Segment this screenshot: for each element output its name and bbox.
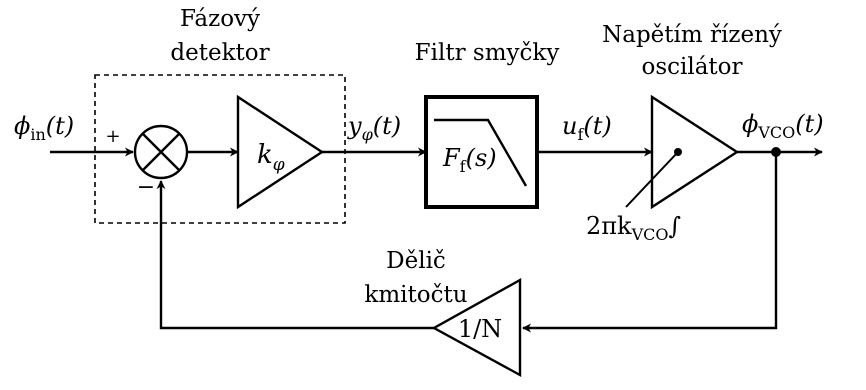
minus-sign: −: [137, 175, 155, 200]
feedback-down-wire: [522, 152, 778, 333]
divider-title-line1: Dělič: [386, 248, 446, 274]
filter-response-curve: [434, 118, 528, 187]
input-signal-label: ϕin(t): [14, 112, 74, 144]
output-signal-label: ϕVCO(t): [742, 110, 824, 142]
filter-tf-label: Ff(s): [442, 144, 497, 176]
vco-gain-label: 2πkVCO∫: [586, 212, 681, 244]
feedback-return-wire: [156, 180, 434, 330]
phase-detector-boundary: [94, 74, 346, 224]
vco-pointer-line: [625, 151, 679, 208]
vco-title-line1: Napětím řízený: [602, 22, 782, 48]
summing-junction: [133, 124, 189, 180]
vco-title-line2: oscilátor: [641, 54, 742, 80]
divider-ratio-label: 1/N: [458, 315, 502, 343]
output-junction-dot: [771, 147, 781, 157]
phase-detector-title-line2: detektor: [170, 40, 269, 66]
detector-output-label: yφ(t): [347, 112, 401, 144]
detector-gain-label: kφ: [257, 140, 285, 175]
loop-filter-title: Filtr smyčky: [415, 40, 560, 66]
divider-title-line2: kmitočtu: [364, 282, 467, 308]
vco-triangle: [650, 94, 740, 210]
detector-gain-triangle: [236, 94, 325, 210]
phase-detector-title-line1: Fázový: [180, 6, 260, 32]
loop-filter-block: [424, 95, 539, 209]
plus-sign: +: [105, 126, 120, 147]
divider-triangle: [431, 277, 522, 378]
filter-output-label: uf(t): [562, 112, 612, 144]
